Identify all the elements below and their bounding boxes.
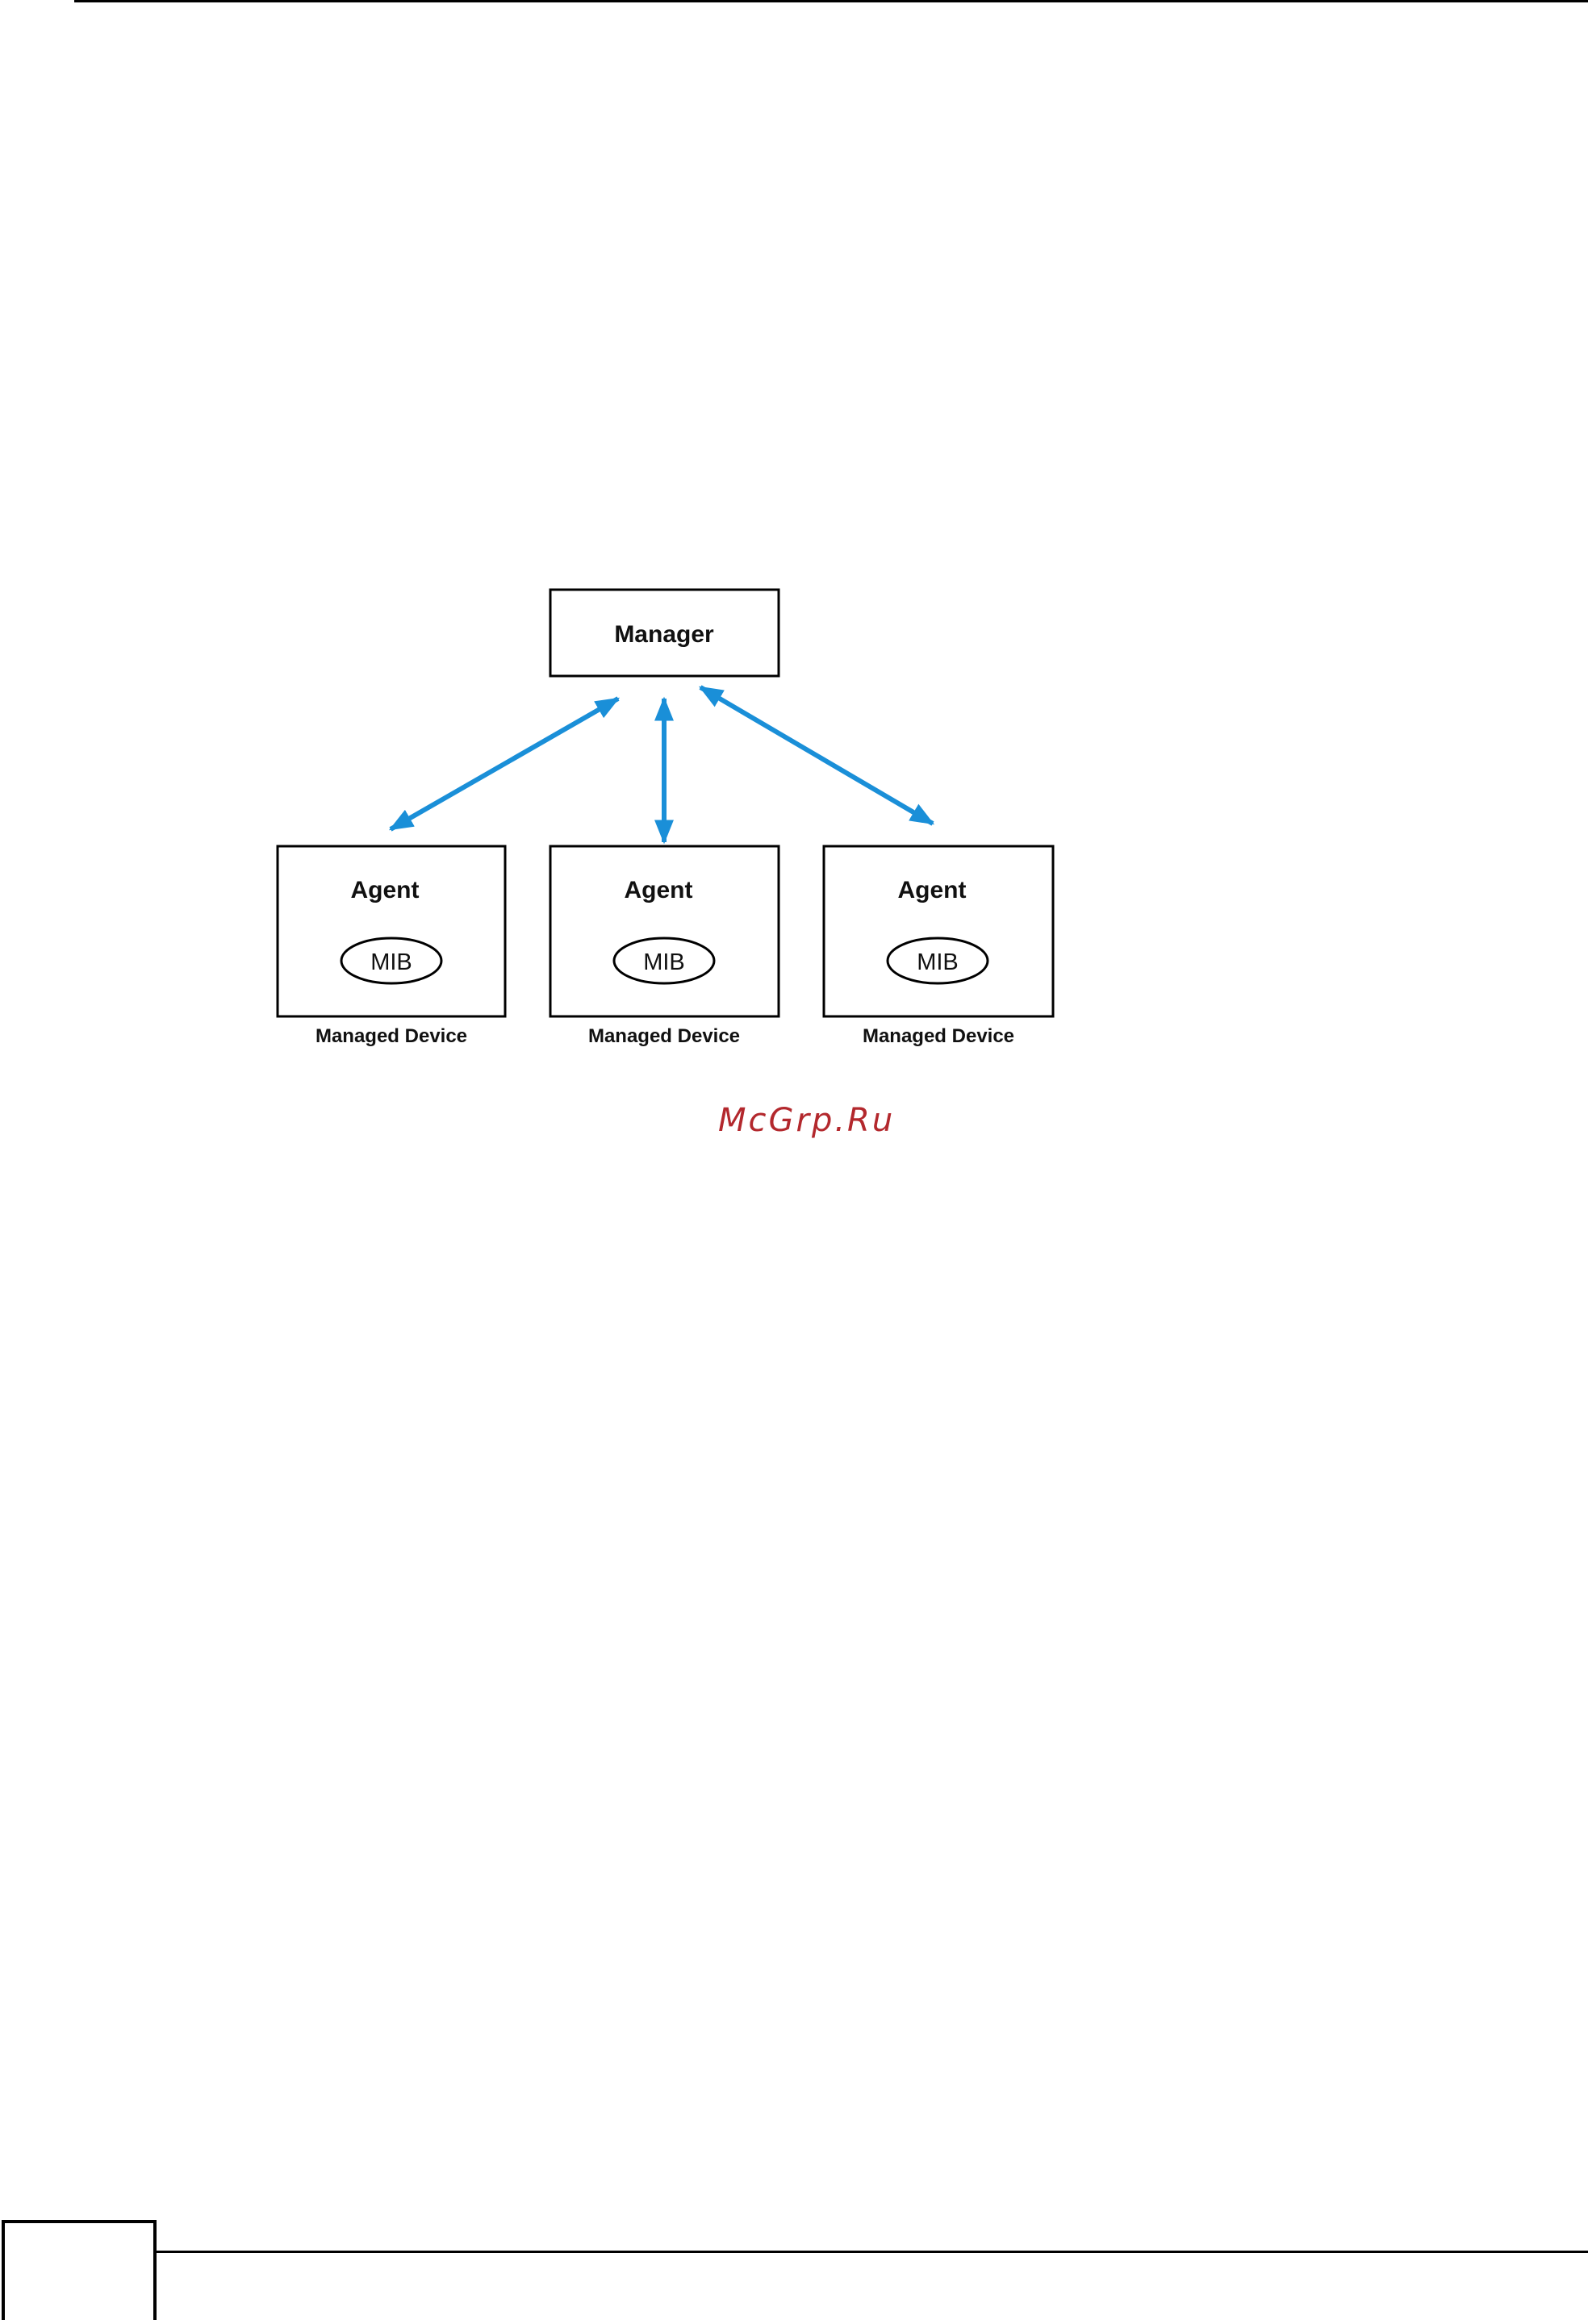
managed-device-2: Agent MIB Managed Device (550, 846, 779, 1047)
mib-label: MIB (643, 949, 685, 975)
mib-label: MIB (370, 949, 412, 975)
managed-device-label: Managed Device (316, 1025, 467, 1047)
snmp-management-diagram: Manager Agent MIB Managed Device Agent M… (0, 0, 1588, 1065)
mib-label: MIB (917, 949, 959, 975)
page-number-box (2, 2220, 157, 2320)
agent-label: Agent (351, 877, 420, 903)
agent-label: Agent (898, 877, 967, 903)
managed-device-3: Agent MIB Managed Device (824, 846, 1053, 1047)
watermark: McGrp.Ru (718, 1102, 895, 1139)
manager-agent-3-arrow (700, 687, 933, 824)
manager-node: Manager (550, 590, 779, 676)
managed-device-1: Agent MIB Managed Device (278, 846, 505, 1047)
manager-label: Manager (614, 621, 714, 648)
manager-agent-1-arrow (391, 699, 618, 829)
footer-rule (157, 2251, 1588, 2253)
managed-device-label: Managed Device (863, 1025, 1014, 1047)
managed-device-label: Managed Device (588, 1025, 740, 1047)
agent-label: Agent (625, 877, 693, 903)
